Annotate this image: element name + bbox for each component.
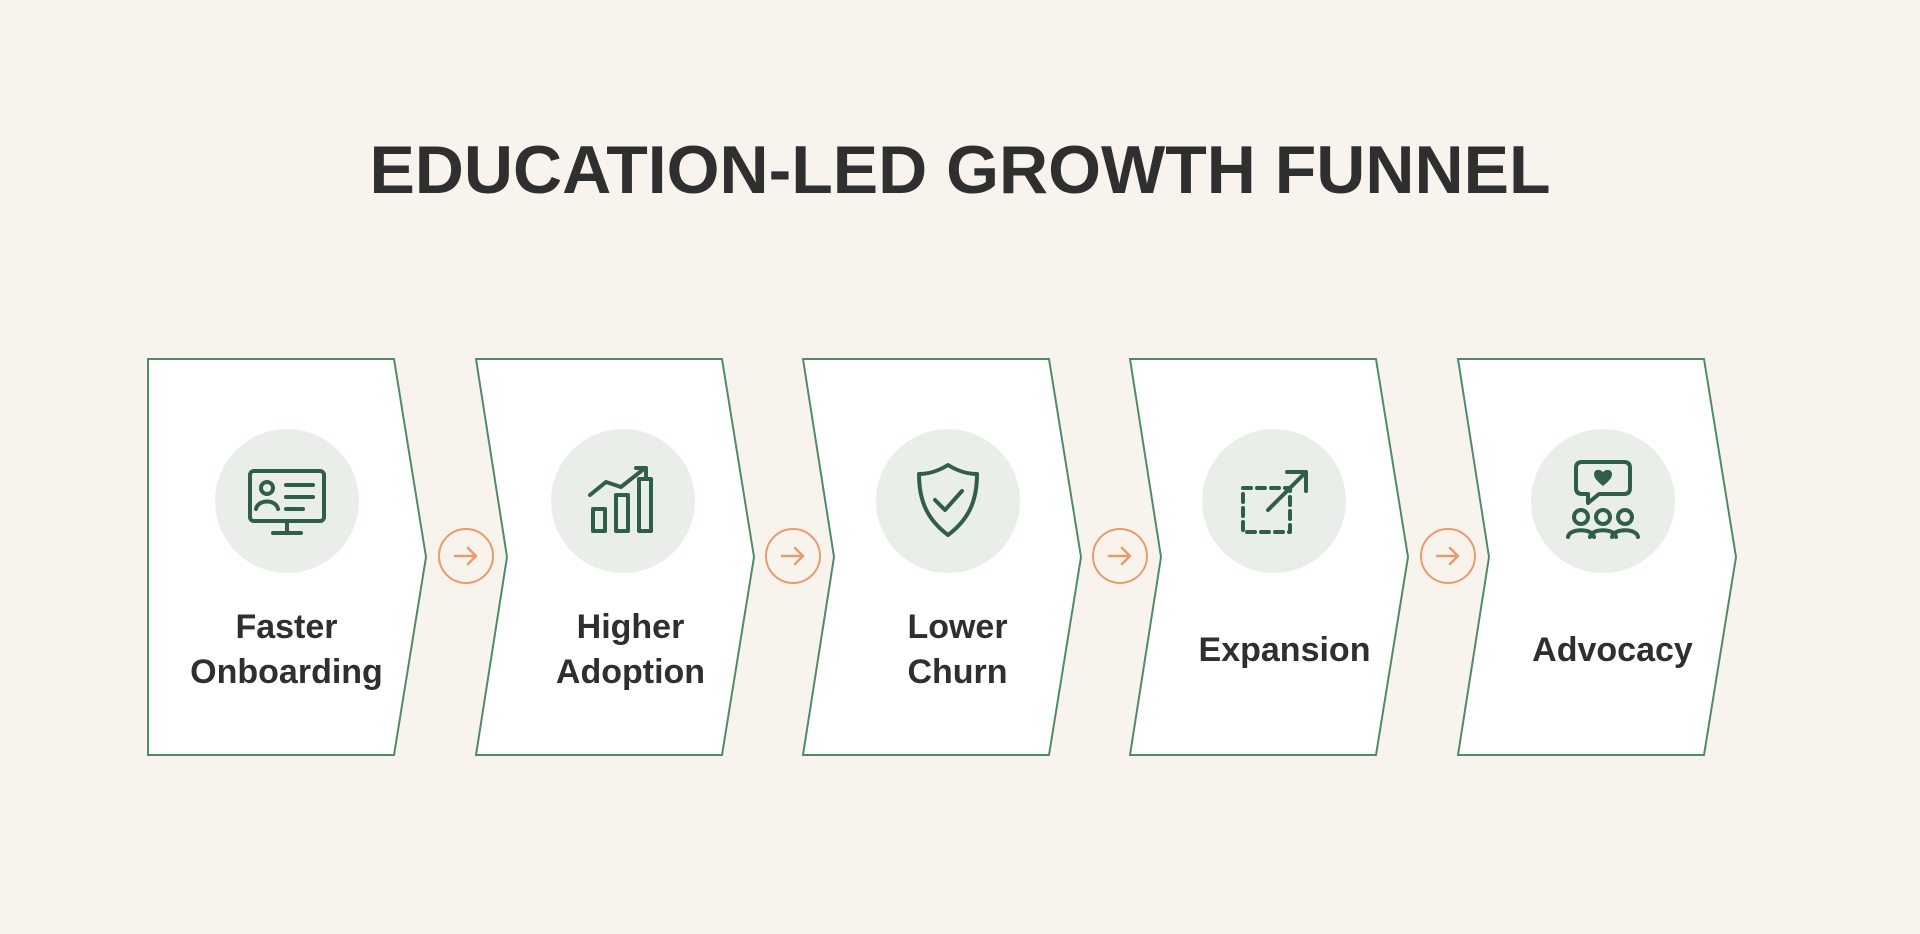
monitor-profile-icon [248,469,326,535]
stage-label-advocacy: Advocacy [1489,604,1736,696]
funnel-stage-faster-onboarding: Faster Onboarding [147,358,452,756]
stage-label-line: Higher [576,608,685,646]
growth-chart-icon [588,466,653,533]
stage-label-line: Churn [907,653,1008,691]
funnel-stage-lower-churn: Lower Churn [802,358,1107,756]
arrow-right-icon [765,528,821,584]
stage-icon-circle [1531,429,1675,573]
stage-icon-circle [1202,429,1346,573]
funnel-stage-expansion: Expansion [1129,358,1434,756]
stage-label-lower-churn: Lower Churn [834,604,1081,696]
diagram-title: EDUCATION-LED GROWTH FUNNEL [369,132,1551,208]
community-heart-icon [1566,460,1640,539]
stage-label-line: Adoption [555,653,706,691]
arrow-right-icon [1092,528,1148,584]
stage-icon-circle [876,429,1020,573]
arrow-right-icon [1420,528,1476,584]
stage-label-line: Advocacy [1532,630,1693,669]
stage-label-faster-onboarding: Faster Onboarding [147,604,426,696]
expand-arrow-icon [1241,470,1308,534]
funnel-stage-advocacy: Advocacy [1457,358,1762,756]
shield-check-icon [917,463,979,537]
stage-icon-circle [551,429,695,573]
arrow-right-icon [438,528,494,584]
stage-label-line: Expansion [1198,630,1371,669]
stage-icon-circle [215,429,359,573]
stage-label-line: Onboarding [190,653,383,691]
stage-label-line: Faster [235,608,338,646]
stage-label-line: Lower [907,608,1008,646]
stage-label-higher-adoption: Higher Adoption [507,604,754,696]
funnel-stage-higher-adoption: Higher Adoption [475,358,780,756]
stage-label-expansion: Expansion [1161,604,1408,696]
